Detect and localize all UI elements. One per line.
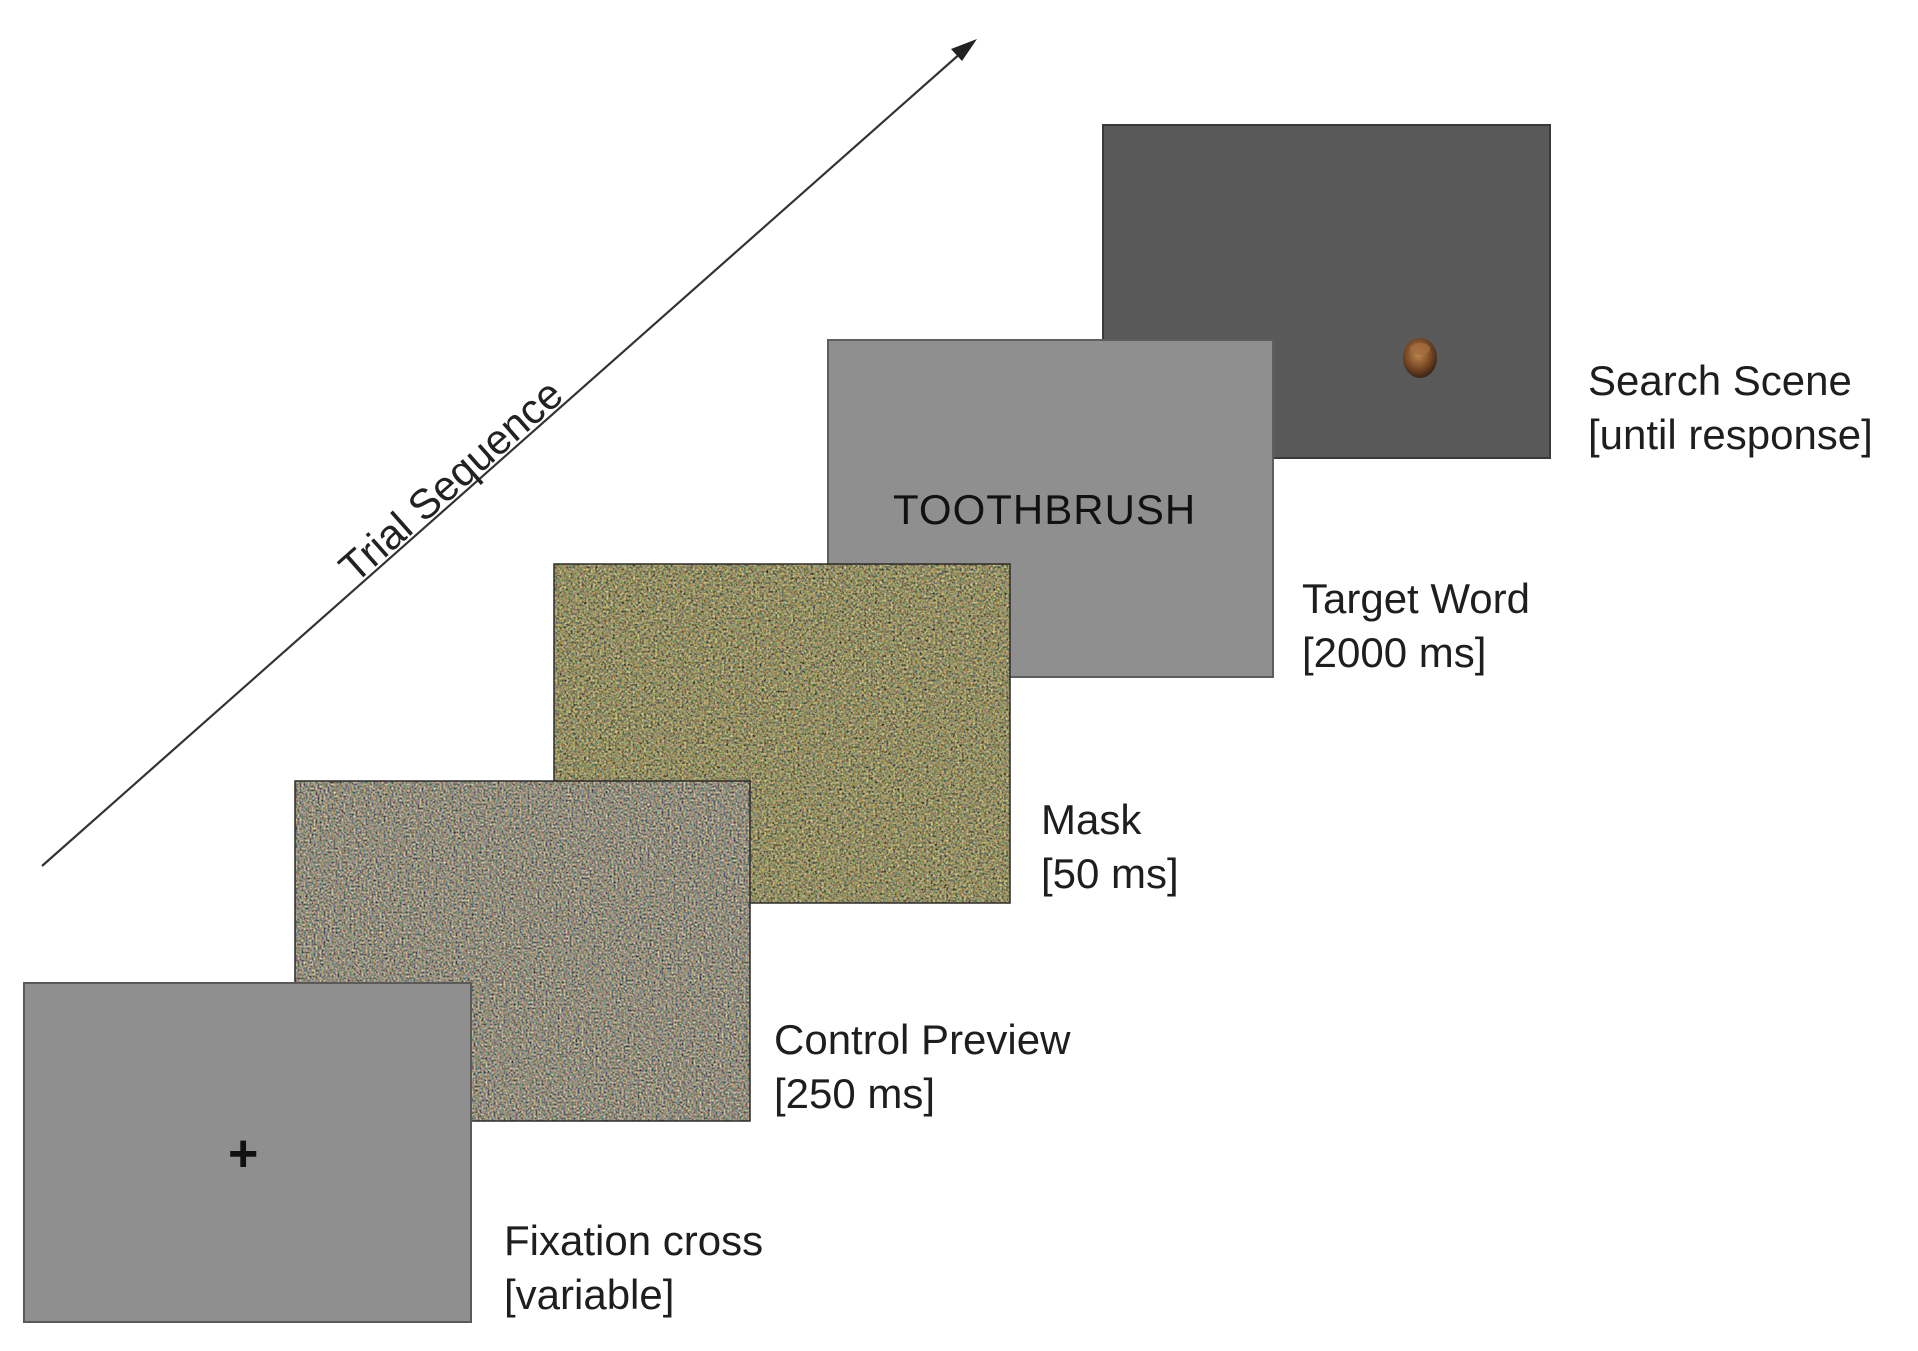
fixation-name: Fixation cross (504, 1217, 764, 1264)
timeline-arrowhead (951, 39, 977, 61)
control-preview-name: Control Preview (774, 1016, 1071, 1063)
search-scene-duration: [until response] (1588, 411, 1873, 458)
fixation-label: Fixation cross [variable] (504, 1214, 763, 1322)
control-preview-screen (294, 780, 751, 1122)
control-preview-label: Control Preview [250 ms] (774, 1013, 1070, 1121)
target-word-duration: [2000 ms] (1302, 629, 1487, 676)
target-word-label: Target Word [2000 ms] (1302, 572, 1530, 680)
fixation-duration: [variable] (504, 1271, 675, 1318)
mask-duration: [50 ms] (1041, 850, 1179, 897)
target-word-text: TOOTHBRUSH (893, 486, 1197, 533)
target-word-name: Target Word (1302, 575, 1530, 622)
search-scene-screen (1102, 124, 1551, 459)
search-scene-label: Search Scene [until response] (1588, 354, 1873, 462)
fixation-cross-icon: + (228, 1125, 260, 1183)
mask-name: Mask (1041, 796, 1142, 843)
fixation-screen (23, 982, 472, 1323)
search-scene-name: Search Scene (1588, 357, 1852, 404)
timeline-arrow-line (41, 51, 963, 867)
mask-label: Mask [50 ms] (1041, 793, 1179, 901)
search-target-object (1403, 338, 1437, 378)
control-preview-duration: [250 ms] (774, 1070, 936, 1117)
